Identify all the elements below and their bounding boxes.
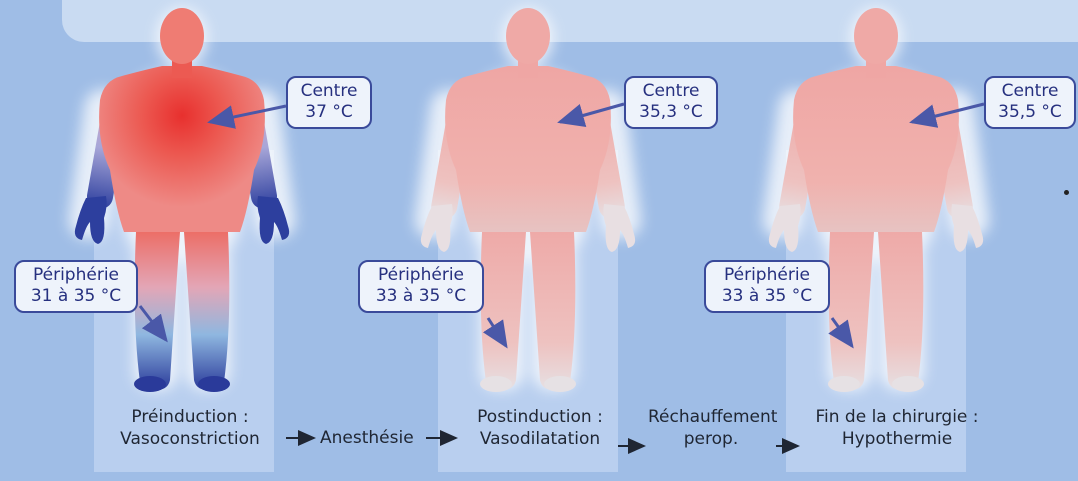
center-callout-3: Centre 35,5 °C xyxy=(984,76,1076,129)
center-temperature: 35,3 °C xyxy=(626,102,716,123)
human-figure-preinduction xyxy=(66,8,297,392)
step-anesthesia: Anesthésie xyxy=(320,427,414,449)
human-figure-end-surgery xyxy=(760,8,991,392)
periphery-callout-3: Périphérie 33 à 35 °C xyxy=(704,260,830,313)
bullet-dot xyxy=(1064,190,1069,195)
step-rewarming: Réchauffement perop. xyxy=(648,406,774,450)
periphery-label: Périphérie xyxy=(16,265,136,286)
caption-line: Fin de la chirurgie : xyxy=(802,406,992,428)
periphery-callout-2: Périphérie 33 à 35 °C xyxy=(358,260,484,313)
human-figure-postinduction xyxy=(412,8,643,392)
step-label-text: perop. xyxy=(648,428,774,450)
caption-line: Hypothermie xyxy=(802,428,992,450)
caption-line: Postinduction : xyxy=(440,406,640,428)
center-temperature: 37 °C xyxy=(288,102,370,123)
center-callout-1: Centre 37 °C xyxy=(286,76,372,129)
periphery-temperature: 33 à 35 °C xyxy=(360,286,482,307)
caption-preinduction: Préinduction : Vasoconstriction xyxy=(90,406,290,450)
caption-postinduction: Postinduction : Vasodilatation xyxy=(440,406,640,450)
step-label-text: Réchauffement xyxy=(648,406,774,428)
step-label-text: Anesthésie xyxy=(320,427,414,449)
center-temperature: 35,5 °C xyxy=(986,102,1074,123)
center-label: Centre xyxy=(986,81,1074,102)
center-callout-2: Centre 35,3 °C xyxy=(624,76,718,129)
caption-line: Préinduction : xyxy=(90,406,290,428)
caption-end-surgery: Fin de la chirurgie : Hypothermie xyxy=(802,406,992,450)
periphery-callout-1: Périphérie 31 à 35 °C xyxy=(14,260,138,313)
periphery-temperature: 33 à 35 °C xyxy=(706,286,828,307)
center-label: Centre xyxy=(626,81,716,102)
caption-line: Vasodilatation xyxy=(440,428,640,450)
center-label: Centre xyxy=(288,81,370,102)
caption-line: Vasoconstriction xyxy=(90,428,290,450)
periphery-temperature: 31 à 35 °C xyxy=(16,286,136,307)
periphery-label: Périphérie xyxy=(706,265,828,286)
periphery-label: Périphérie xyxy=(360,265,482,286)
